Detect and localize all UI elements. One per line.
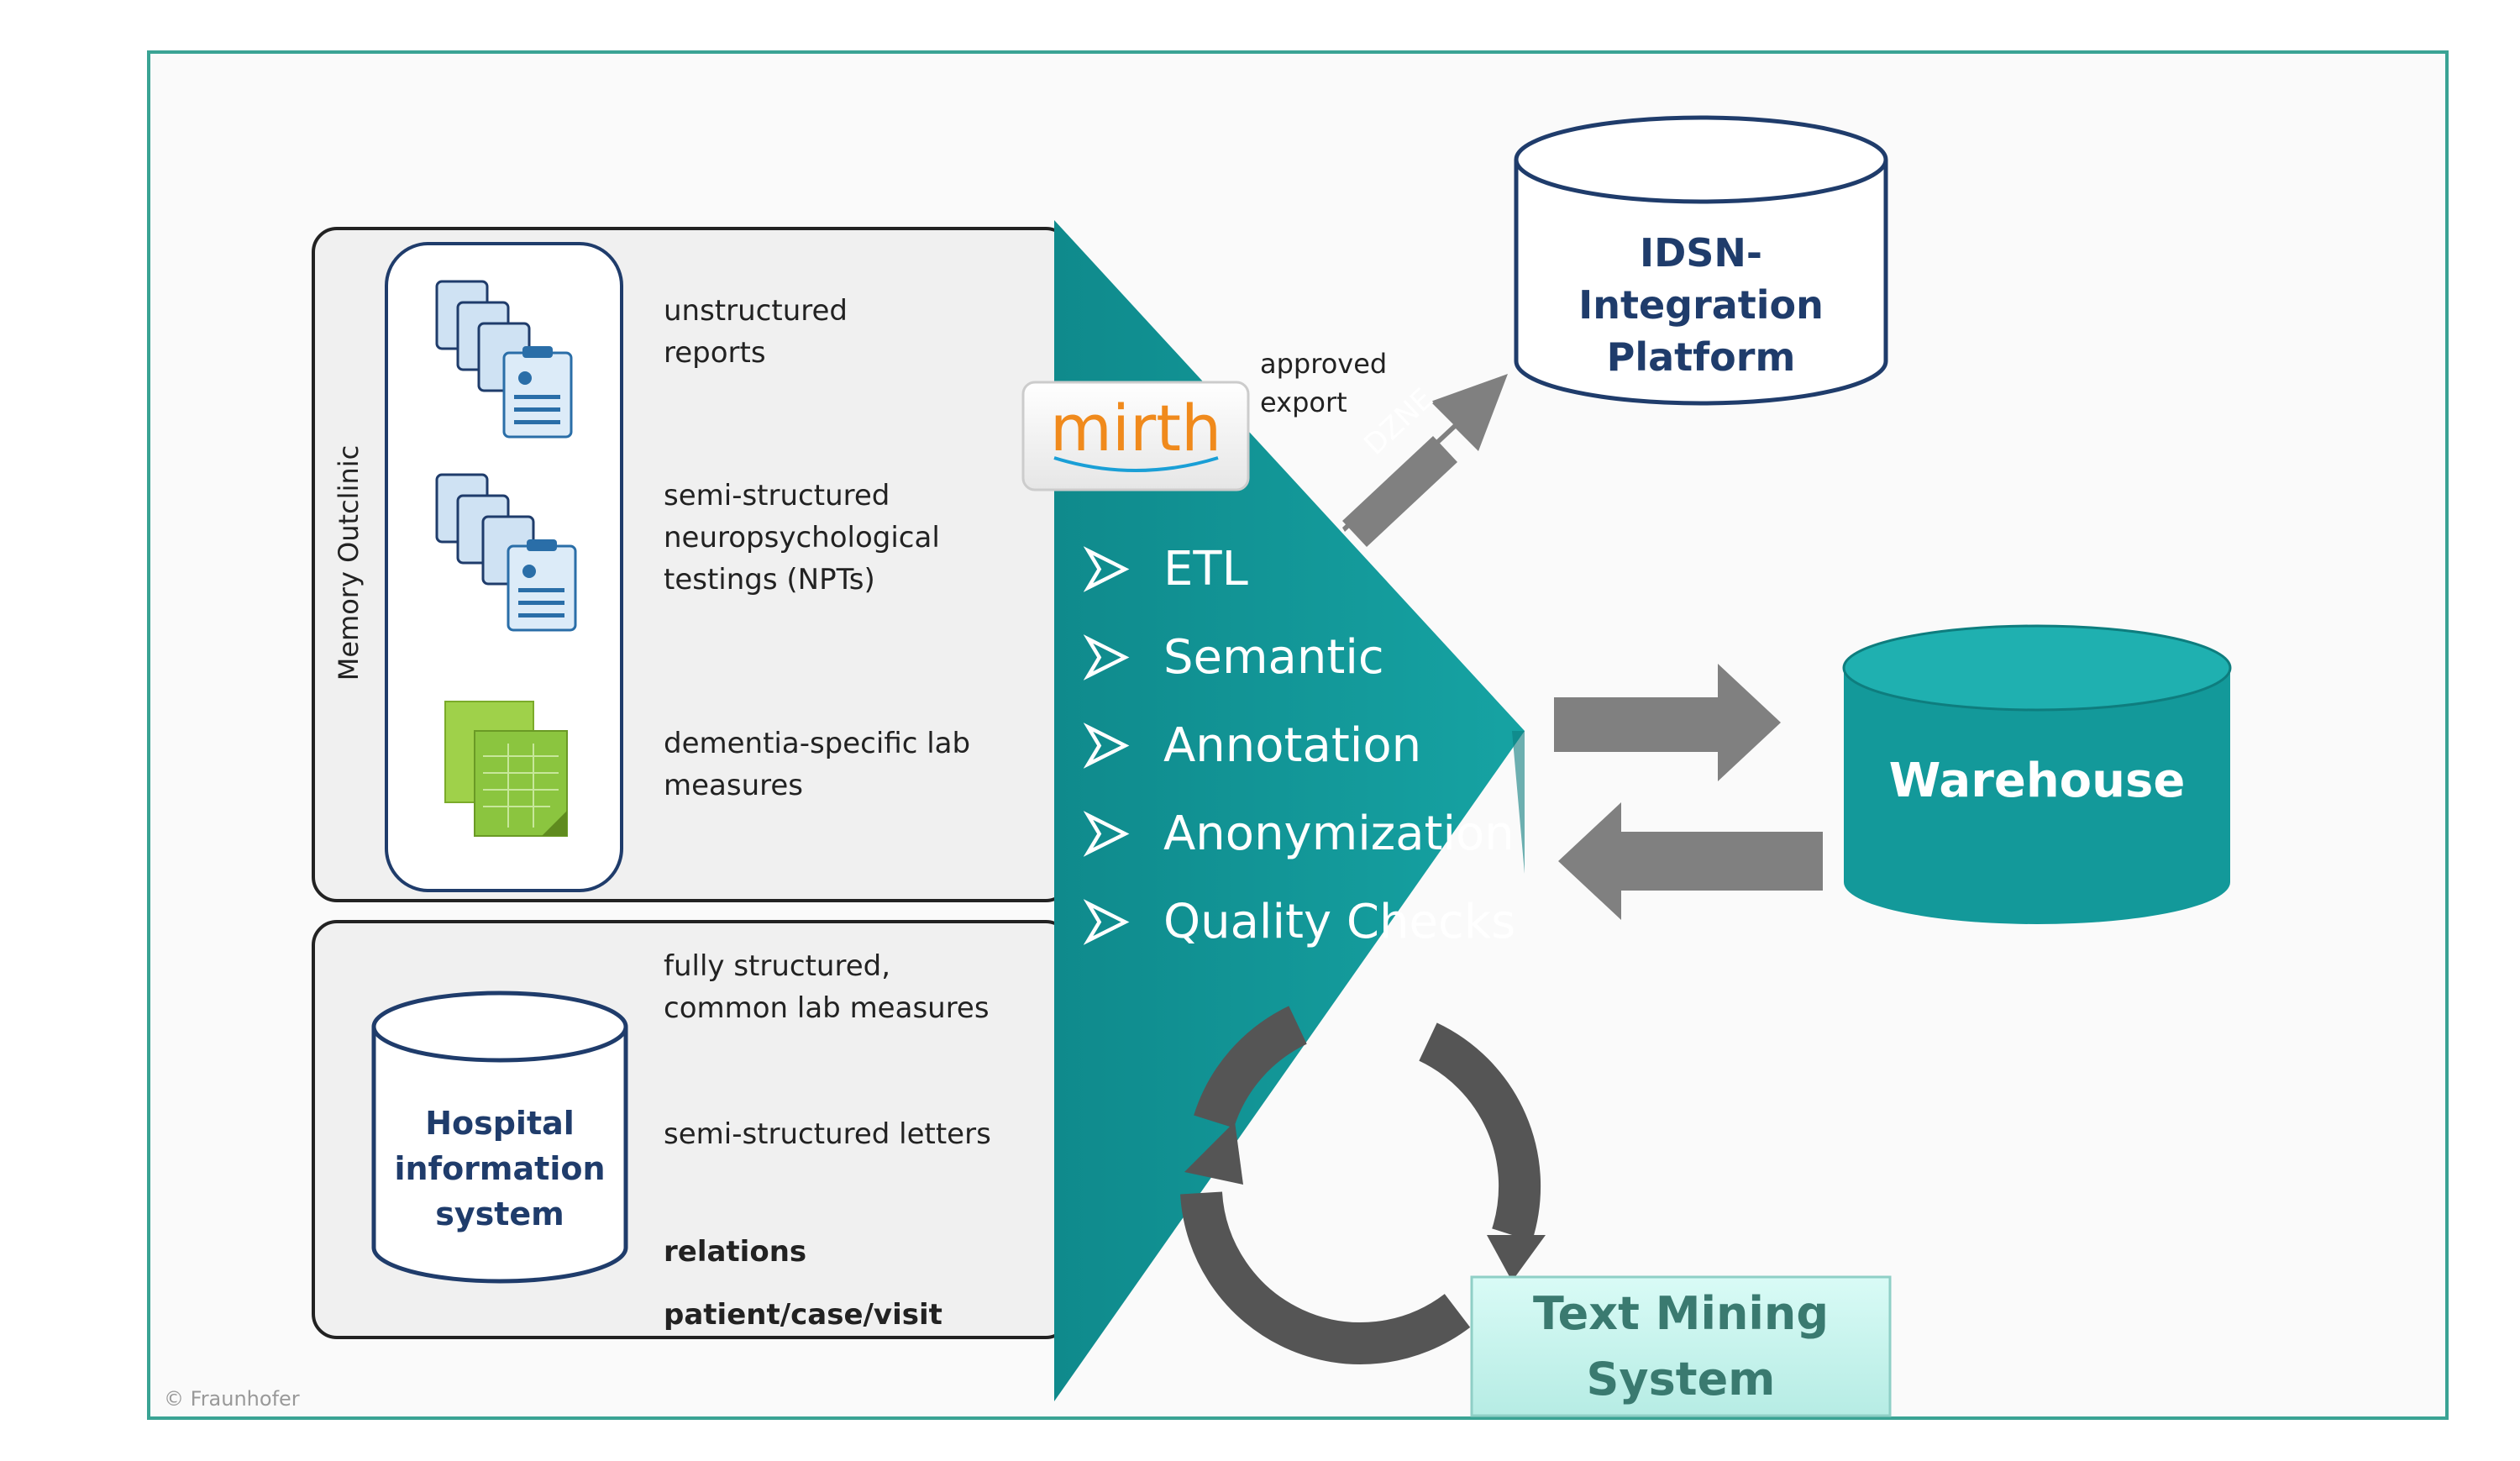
idsn-label: IDSN- Integration Platform [1578,230,1824,380]
arrow-from-warehouse [1558,802,1823,920]
text-mining-label: Text Mining System [1532,1287,1830,1406]
letters-label: semi-structured letters [664,1117,991,1151]
common-lab-label: fully structured, common lab measures [664,949,990,1025]
unstructured-reports-label: unstructured reports [664,294,848,370]
clipboard-tests-icon [435,473,577,632]
etl-step-label: Anonymization [1163,807,1515,861]
etl-step: Anonymization [1084,790,1515,878]
memory-outclinic-label: Memory Outclinic [333,444,365,681]
idsn-integration-platform-cylinder [1514,115,1888,406]
relations-label: relations [664,1235,807,1269]
chevron-right-icon [1084,723,1130,769]
etl-step: Quality Checks [1084,878,1515,966]
etl-step: Semantic [1084,613,1515,702]
warehouse-cylinder [1842,624,2232,924]
etl-processing-triangle [1054,220,1525,1401]
etl-step-label: Semantic [1163,630,1384,685]
clipboard-reports-icon [435,280,573,439]
chevron-right-icon [1084,634,1130,681]
etl-step-label: Quality Checks [1163,895,1516,949]
chevron-right-icon [1084,899,1130,945]
dementia-lab-label: dementia-specific lab measures [664,727,971,802]
arrow-to-warehouse [1554,664,1781,781]
etl-step: ETL [1084,525,1515,613]
approved-export-label: approved export [1260,348,1388,418]
etl-steps-list: ETL Semantic Annotation Anonymization Qu… [1084,525,1515,966]
mirth-logo-text: mirth [1049,391,1222,465]
spreadsheet-icon [444,701,568,837]
warehouse-label: Warehouse [1888,754,2186,808]
hospital-cylinder-label: Hospital information system [394,1105,606,1232]
hospital-information-system-cylinder [371,991,628,1284]
etl-step-label: ETL [1163,542,1248,596]
npt-label: semi-structured neuropsychological testi… [664,479,940,596]
feedback-cycle-icon [1180,1006,1541,1364]
text-mining-system-box [1470,1275,1892,1417]
chevron-right-icon [1084,546,1130,592]
patient-case-visit-label: patient/case/visit [664,1298,942,1332]
chevron-right-icon [1084,811,1130,857]
copyright-label: © Fraunhofer [164,1387,300,1411]
dzne-export-arrow [1342,374,1508,547]
mirth-logo [1021,381,1250,491]
etl-step-label: Annotation [1163,718,1422,773]
etl-step: Annotation [1084,702,1515,790]
